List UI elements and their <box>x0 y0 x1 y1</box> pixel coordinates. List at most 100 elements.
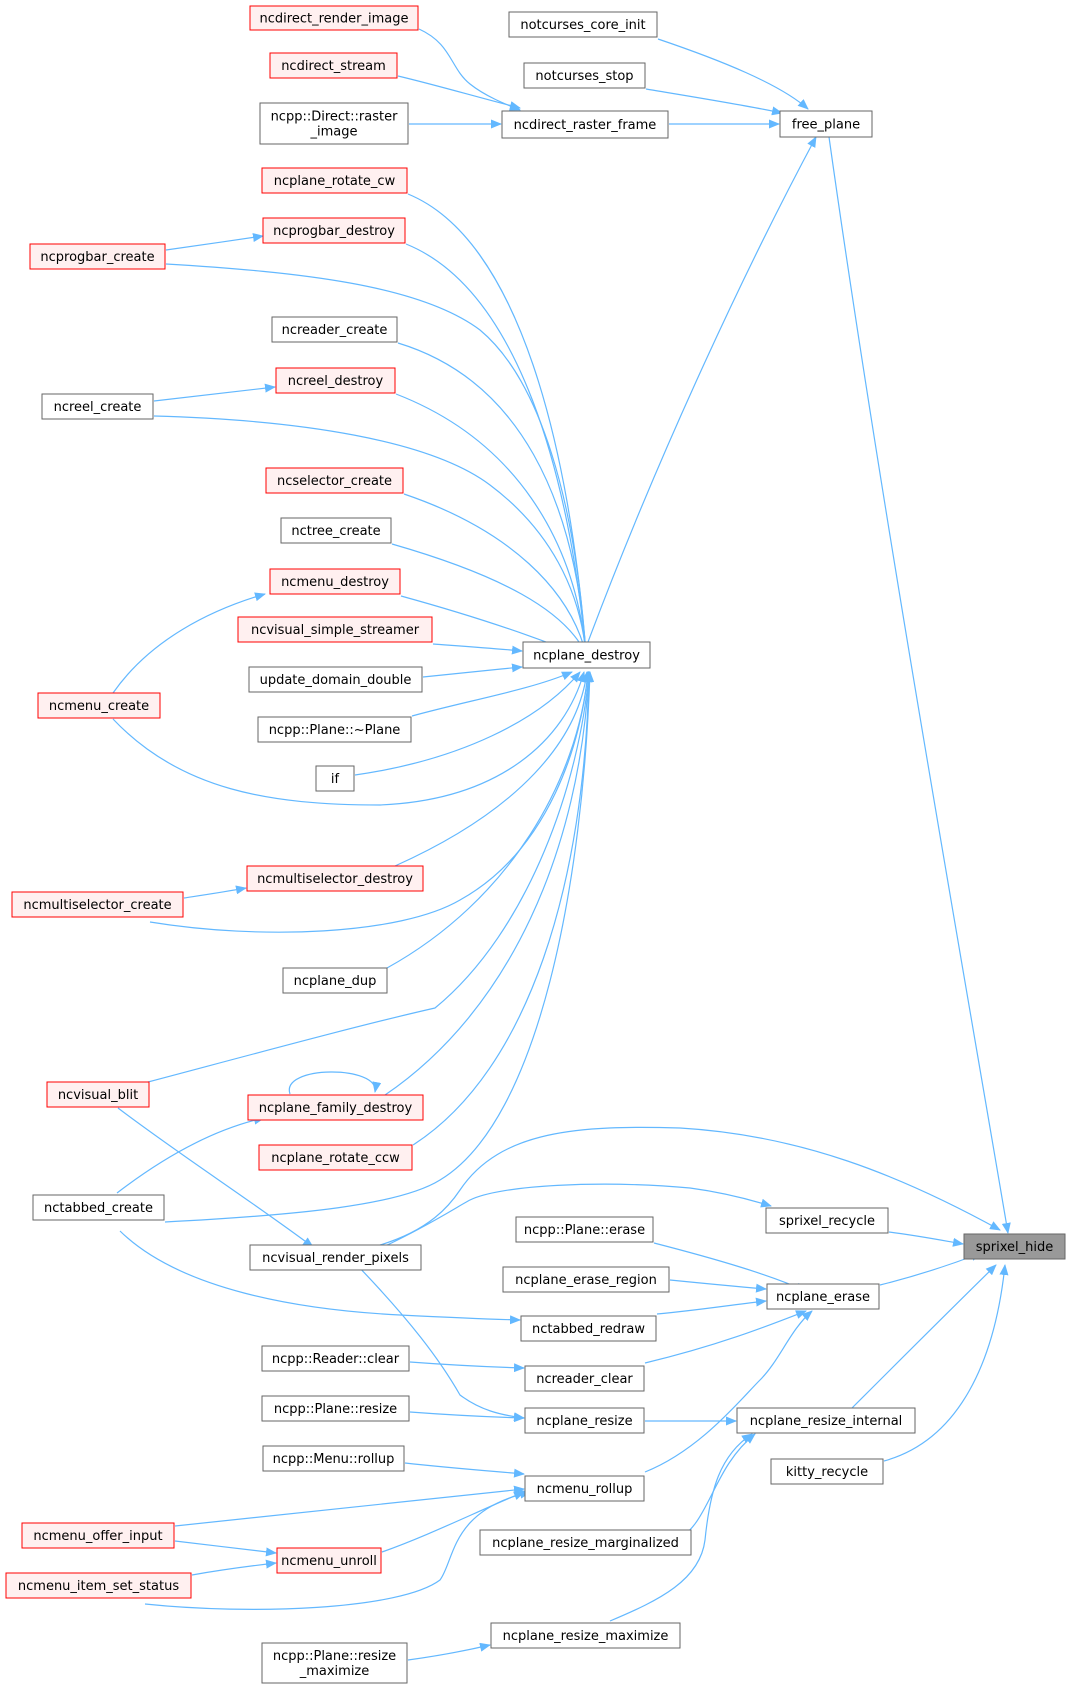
node-box <box>246 865 424 892</box>
node-ncpp-plane-dtor[interactable]: ncpp::Plane::~Plane <box>257 716 412 743</box>
node-box <box>523 62 646 89</box>
node-free-plane[interactable]: free_plane <box>779 110 873 138</box>
node-box <box>29 243 166 270</box>
node-label: ncmenu_item_set_status <box>18 1579 179 1594</box>
node-ncdirect-stream[interactable]: ncdirect_stream <box>269 52 398 79</box>
node-ncplane-rotate-ccw[interactable]: ncplane_rotate_ccw <box>258 1144 413 1171</box>
node-box <box>524 1407 645 1434</box>
node-label: sprixel_recycle <box>779 1214 875 1229</box>
node-box <box>261 1395 410 1422</box>
node-ncplane-destroy[interactable]: ncplane_destroy <box>522 641 651 669</box>
node-box <box>259 102 409 145</box>
node-box <box>32 1194 165 1221</box>
node-ncmultiselector-create[interactable]: ncmultiselector_create <box>11 891 184 918</box>
node-box <box>524 1365 645 1392</box>
node-ncplane-resize-marginalized[interactable]: ncplane_resize_marginalized <box>479 1529 692 1556</box>
edge-ncreader-create-to-destroy <box>397 342 590 655</box>
node-box <box>275 367 396 394</box>
edge-ncplane-destroy-to-free-plane <box>587 136 817 643</box>
node-ncmenu-offer-input[interactable]: ncmenu_offer_input <box>21 1522 175 1549</box>
node-label: free_plane <box>792 118 860 133</box>
node-ncmenu-create[interactable]: ncmenu_create <box>37 692 161 719</box>
edge-ncreel-create-to-ncreel-destroy <box>153 383 276 402</box>
edge-render-pixels-to-ncplane-resize <box>354 1262 525 1422</box>
edge-ncplane-family-destroy-to-destroy <box>384 671 593 1096</box>
node-ncdirect-render-image[interactable]: ncdirect_render_image <box>249 5 419 31</box>
node-nctree-create[interactable]: nctree_create <box>280 517 392 544</box>
node-kitty-recycle[interactable]: kitty_recycle <box>770 1458 884 1485</box>
node-ncpp-reader-clear[interactable]: ncpp::Reader::clear <box>261 1345 410 1372</box>
node-label: ncpp::Plane::resize_maximize <box>273 1649 396 1679</box>
edge-ncmenu-create-to-destroy <box>112 671 586 806</box>
node-label: notcurses_core_init <box>520 18 645 33</box>
edge-notcurses-core-init-to-free-plane <box>657 38 809 110</box>
node-nctabbed-redraw[interactable]: nctabbed_redraw <box>520 1315 657 1342</box>
node-ncplane-resize-maximize[interactable]: ncplane_resize_maximize <box>490 1622 681 1649</box>
node-ncpp-plane-resize[interactable]: ncpp::Plane::resize <box>261 1395 410 1422</box>
node-ncreel-destroy[interactable]: ncreel_destroy <box>275 367 396 394</box>
edge-free-plane-to-sprixel-hide <box>828 136 1011 1234</box>
node-ncpp-menu-rollup[interactable]: ncpp::Menu::rollup <box>262 1445 405 1472</box>
edge-ncreel-create-to-destroy <box>153 415 590 655</box>
edge-sprixel-recycle-to-sprixel-hide <box>888 1231 964 1247</box>
node-ncplane-resize-internal[interactable]: ncplane_resize_internal <box>736 1407 916 1434</box>
node-label: ncmenu_destroy <box>281 575 389 590</box>
node-ncreader-clear[interactable]: ncreader_clear <box>524 1365 645 1392</box>
edge-ncvisual-simple-streamer-to-destroy <box>432 643 523 655</box>
node-label: ncmultiselector_destroy <box>257 872 413 887</box>
node-ncvisual-render-pixels[interactable]: ncvisual_render_pixels <box>249 1244 422 1271</box>
node-sprixel-recycle[interactable]: sprixel_recycle <box>765 1207 889 1234</box>
node-notcurses-stop[interactable]: notcurses_stop <box>523 62 646 89</box>
node-label: ncmenu_unroll <box>281 1554 377 1569</box>
node-label: ncplane_resize <box>536 1414 632 1429</box>
node-ncplane-rotate-cw[interactable]: ncplane_rotate_cw <box>261 167 408 194</box>
node-label: ncplane_dup <box>294 974 377 989</box>
node-ncpp-direct-raster-image[interactable]: ncpp::Direct::raster_image <box>259 102 409 145</box>
node-ncpp-plane-resize-maximize[interactable]: ncpp::Plane::resize_maximize <box>261 1642 408 1684</box>
node-ncplane-family-destroy[interactable]: ncplane_family_destroy <box>247 1094 424 1121</box>
node-ncreel-create[interactable]: ncreel_create <box>41 393 154 420</box>
node-box <box>269 52 398 79</box>
node-label: ncvisual_render_pixels <box>262 1251 409 1266</box>
node-box <box>271 316 398 343</box>
node-ncmenu-destroy[interactable]: ncmenu_destroy <box>269 568 401 595</box>
node-ncplane-erase-region[interactable]: ncplane_erase_region <box>502 1266 670 1293</box>
node-label: ncprogbar_create <box>40 250 154 265</box>
node-box <box>249 1244 422 1271</box>
node-sprixel-hide[interactable]: sprixel_hide <box>963 1233 1066 1260</box>
node-label: ncplane_resize_internal <box>750 1414 903 1429</box>
node-label: ncmenu_create <box>49 699 149 714</box>
node-ncreader-create[interactable]: ncreader_create <box>271 316 398 343</box>
node-ncplane-dup[interactable]: ncplane_dup <box>282 967 388 994</box>
node-ncvisual-blit[interactable]: ncvisual_blit <box>46 1081 150 1108</box>
node-update-domain-double[interactable]: update_domain_double <box>248 666 423 693</box>
node-ncplane-resize[interactable]: ncplane_resize <box>524 1407 645 1434</box>
node-box <box>41 393 154 420</box>
edge-ncpp-plane-dtor-to-destroy <box>411 671 573 717</box>
node-ncdirect-raster-frame[interactable]: ncdirect_raster_frame <box>501 110 669 139</box>
node-ncplane-erase[interactable]: ncplane_erase <box>766 1283 880 1310</box>
node-ncpp-plane-erase[interactable]: ncpp::Plane::erase <box>515 1216 654 1243</box>
node-box <box>5 1572 192 1599</box>
node-box <box>261 1642 408 1684</box>
node-if[interactable]: if <box>315 765 355 792</box>
node-box <box>261 1345 410 1372</box>
node-ncmenu-item-set-status[interactable]: ncmenu_item_set_status <box>5 1572 192 1599</box>
node-ncprogbar-destroy[interactable]: ncprogbar_destroy <box>262 217 406 244</box>
node-ncmenu-unroll[interactable]: ncmenu_unroll <box>276 1547 382 1574</box>
edge-ncplane-dup-to-destroy <box>386 671 592 969</box>
node-nctabbed-create[interactable]: nctabbed_create <box>32 1194 165 1221</box>
node-label: sprixel_hide <box>976 1240 1054 1255</box>
edge-ncmenu-rollup-to-ncplane-erase <box>644 1310 813 1473</box>
node-ncmenu-rollup[interactable]: ncmenu_rollup <box>524 1475 645 1502</box>
node-ncselector-create[interactable]: ncselector_create <box>265 467 404 494</box>
node-ncprogbar-create[interactable]: ncprogbar_create <box>29 243 166 270</box>
nodes: ncdirect_render_image notcurses_core_init… <box>5 5 1066 1684</box>
node-label: ncpp::Menu::rollup <box>273 1452 395 1467</box>
node-ncmultiselector-destroy[interactable]: ncmultiselector_destroy <box>246 865 424 892</box>
node-ncvisual-simple-streamer[interactable]: ncvisual_simple_streamer <box>237 616 433 643</box>
node-label: ncselector_create <box>277 474 392 489</box>
node-box <box>770 1458 884 1485</box>
edge-ncpp-reader-clear-to-ncreader-clear <box>409 1361 525 1373</box>
node-notcurses-core-init[interactable]: notcurses_core_init <box>508 11 658 38</box>
